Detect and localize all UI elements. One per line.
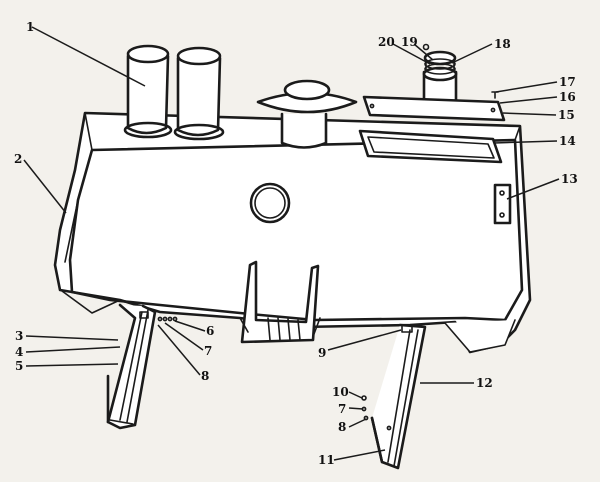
label-19: 19: [401, 35, 418, 49]
label-1: 1: [26, 20, 34, 34]
label-20: 20: [378, 35, 395, 49]
label-17: 17: [559, 75, 576, 89]
label-4: 4: [15, 345, 23, 359]
inspection-window: [358, 129, 503, 164]
center-chute: [239, 260, 321, 344]
label-12: 12: [476, 376, 493, 390]
label-14: 14: [559, 134, 576, 148]
round-port: [249, 182, 291, 224]
right-leg: [361, 323, 427, 470]
label-6: 6: [206, 324, 214, 338]
label-13: 13: [561, 172, 578, 186]
label-7-left: 7: [204, 344, 212, 358]
label-3: 3: [15, 329, 23, 343]
label-5: 5: [15, 359, 23, 373]
label-8-right: 8: [338, 420, 346, 434]
cover-plate: [362, 91, 506, 122]
label-11: 11: [318, 453, 335, 467]
label-2: 2: [14, 152, 22, 166]
label-9: 9: [318, 346, 326, 360]
label-16: 16: [559, 90, 576, 104]
label-7-right: 7: [338, 402, 346, 416]
left-leg: [106, 303, 178, 430]
cylinder-left: [123, 44, 173, 139]
label-8-left: 8: [201, 369, 209, 383]
label-15: 15: [558, 108, 575, 122]
cylinder-right: [173, 46, 225, 141]
label-18: 18: [494, 37, 511, 51]
leader-lines: [23, 26, 560, 461]
vent-cap: [256, 79, 358, 149]
side-bracket: [493, 183, 512, 225]
part-labels: 1 2 3 4 5 6 7 8 9 10 7 8 11 12 13 14 15 …: [14, 20, 578, 467]
label-10: 10: [332, 385, 349, 399]
